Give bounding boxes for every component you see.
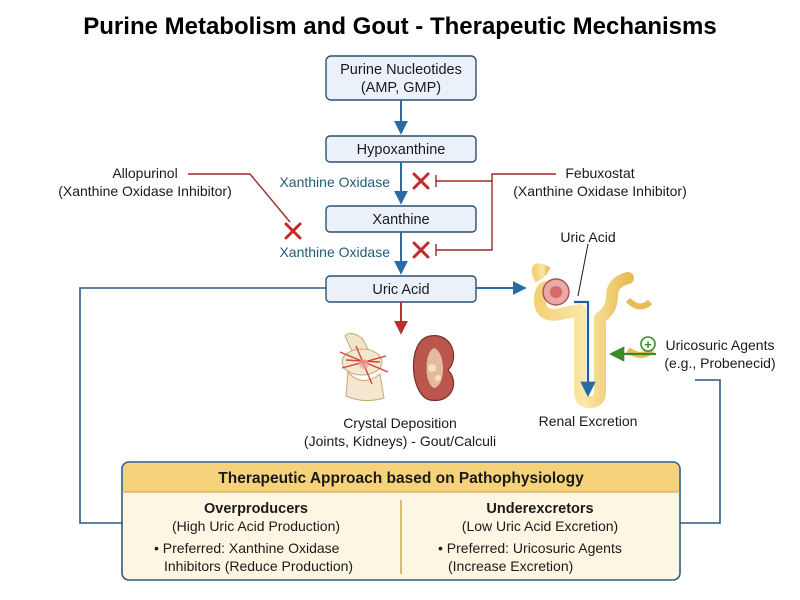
node-hypoxanthine: Hypoxanthine	[325, 135, 477, 163]
allopurinol-inhibition-line	[188, 173, 291, 223]
node-purine-nucleotides: Purine Nucleotides (AMP, GMP)	[325, 55, 477, 101]
enzyme-label-step1: Xanthine Oxidase	[279, 174, 390, 190]
left-connector-line	[79, 287, 326, 524]
febuxostat-inhibition-line	[436, 173, 556, 251]
panel-column-overproducers: Overproducers (High Uric Acid Production…	[154, 501, 353, 574]
febuxostat-description: (Xanthine Oxidase Inhibitor)	[513, 183, 687, 199]
allopurinol-name: Allopurinol	[112, 165, 177, 181]
x-mark-icon	[412, 241, 430, 259]
right-connector-line	[680, 379, 721, 524]
overproducers-heading: Overproducers	[204, 501, 308, 517]
joint-icon	[339, 332, 389, 402]
plus-symbol: +	[644, 337, 652, 352]
allopurinol-description: (Xanthine Oxidase Inhibitor)	[58, 183, 232, 199]
node-purine-nucleotides-line1: Purine Nucleotides	[340, 62, 462, 78]
enzyme-label-step2: Xanthine Oxidase	[279, 244, 390, 260]
uricosuric-name: Uricosuric Agents	[666, 337, 775, 353]
x-mark-icon	[284, 222, 302, 240]
overproducers-subheading: (High Uric Acid Production)	[172, 518, 340, 534]
underexcretors-subheading: (Low Uric Acid Excretion)	[462, 518, 618, 534]
node-purine-nucleotides-line2: (AMP, GMP)	[361, 80, 441, 96]
therapeutic-panel: Therapeutic Approach based on Pathophysi…	[121, 461, 681, 581]
deposition-line2: (Joints, Kidneys) - Gout/Calculi	[304, 433, 496, 449]
febuxostat-name: Febuxostat	[565, 165, 634, 181]
node-uric-acid: Uric Acid	[325, 275, 477, 303]
panel-title: Therapeutic Approach based on Pathophysi…	[218, 470, 584, 487]
uricosuric-description: (e.g., Probenecid)	[664, 355, 775, 371]
overproducers-bullet-line1: • Preferred: Xanthine Oxidase	[154, 540, 340, 556]
nephron-icon	[531, 262, 655, 408]
deposition-line1: Crystal Deposition	[343, 415, 457, 431]
overproducers-bullet-line2: Inhibitors (Reduce Production)	[164, 558, 353, 574]
node-hypoxanthine-label: Hypoxanthine	[357, 142, 446, 158]
node-uric-acid-label: Uric Acid	[372, 282, 429, 298]
kidney-uric-acid-label: Uric Acid	[560, 229, 615, 245]
node-xanthine-label: Xanthine	[372, 212, 429, 228]
kidney-icon	[412, 335, 455, 401]
page-title: Purine Metabolism and Gout - Therapeutic…	[83, 13, 716, 40]
underexcretors-bullet-line1: • Preferred: Uricosuric Agents	[438, 540, 622, 556]
plus-circle-icon: +	[640, 336, 656, 352]
panel-column-underexcretors: Underexcretors (Low Uric Acid Excretion)…	[438, 501, 622, 574]
node-xanthine: Xanthine	[325, 205, 477, 233]
uric-acid-pointer-line	[577, 243, 589, 297]
underexcretors-heading: Underexcretors	[486, 501, 593, 517]
x-mark-icon	[412, 172, 430, 190]
underexcretors-bullet-line2: (Increase Excretion)	[448, 558, 573, 574]
renal-excretion-label: Renal Excretion	[539, 413, 638, 429]
